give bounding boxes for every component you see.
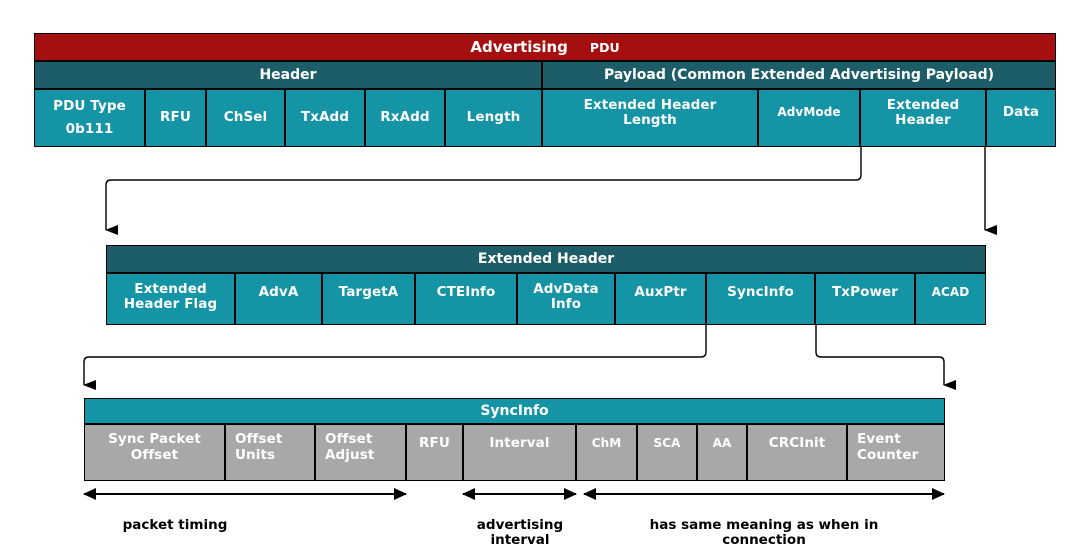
syncinfo-field-crcinit-label: CRCInit bbox=[768, 434, 826, 451]
field-txadd-label: TxAdd bbox=[300, 109, 350, 126]
connector-syncinfo-left bbox=[83, 325, 707, 390]
field-pdu-type-label: PDU Type bbox=[53, 97, 126, 114]
syncinfo-field-sync-packet-offset-label: Sync Packet Offset bbox=[108, 431, 201, 463]
syncinfo-field-interval-label: Interval bbox=[489, 434, 550, 451]
extended-header-title: Extended Header bbox=[477, 251, 615, 267]
exthdr-field-adva-label: AdvA bbox=[258, 283, 299, 300]
exthdr-field-cteinfo-label: CTEInfo bbox=[436, 283, 496, 300]
syncinfo-field-aa: AA bbox=[697, 424, 747, 481]
exthdr-field-targeta: TargetA bbox=[322, 273, 415, 325]
field-rfu-label: RFU bbox=[160, 109, 191, 126]
exthdr-field-adva: AdvA bbox=[235, 273, 322, 325]
field-extended-header-length: Extended Header Length bbox=[542, 89, 758, 147]
advertising-pdu-band: Advertising PDU bbox=[34, 33, 1056, 61]
section-header: Header bbox=[34, 61, 542, 89]
field-txadd: TxAdd bbox=[285, 89, 365, 147]
field-rfu: RFU bbox=[145, 89, 206, 147]
syncinfo-field-interval: Interval bbox=[463, 424, 576, 481]
exthdr-field-advdata-info-label: AdvData Info bbox=[533, 280, 599, 312]
exthdr-field-syncinfo: SyncInfo bbox=[706, 273, 815, 325]
syncinfo-field-chm: ChM bbox=[576, 424, 637, 481]
syncinfo-field-offset-adjust: Offset Adjust bbox=[315, 424, 406, 481]
connector-syncinfo-right bbox=[815, 325, 956, 390]
syncinfo-field-crcinit: CRCInit bbox=[747, 424, 847, 481]
field-extended-header: Extended Header bbox=[860, 89, 986, 147]
field-rxadd: RxAdd bbox=[365, 89, 445, 147]
exthdr-field-acad-label: ACAD bbox=[931, 284, 970, 299]
exthdr-field-targeta-label: TargetA bbox=[338, 283, 399, 300]
annotation-advertising-interval-label: advertising interval bbox=[476, 517, 564, 549]
exthdr-field-txpower: TxPower bbox=[815, 273, 915, 325]
syncinfo-field-offset-units-label: Offset Units bbox=[235, 431, 283, 463]
exthdr-field-acad: ACAD bbox=[915, 273, 986, 325]
annotation-same-meaning-as-connection-label: has same meaning as when in connection bbox=[649, 517, 879, 549]
syncinfo-field-chm-label: ChM bbox=[591, 435, 622, 450]
field-rxadd-label: RxAdd bbox=[380, 109, 430, 126]
syncinfo-field-aa-label: AA bbox=[712, 435, 732, 450]
field-data-label: Data bbox=[1002, 104, 1040, 121]
field-extended-header-label: Extended Header bbox=[886, 96, 960, 128]
syncinfo-field-offset-adjust-label: Offset Adjust bbox=[325, 431, 375, 463]
field-pdu-type-value: 0b111 bbox=[65, 121, 114, 137]
exthdr-field-advdata-info: AdvData Info bbox=[517, 273, 615, 325]
field-length: Length bbox=[445, 89, 542, 147]
annotation-packet-timing: packet timing bbox=[84, 503, 266, 533]
field-chsel: ChSel bbox=[206, 89, 285, 147]
syncinfo-field-rfu-label: RFU bbox=[419, 434, 450, 451]
extended-header-title-band: Extended Header bbox=[106, 245, 986, 273]
syncinfo-field-event-counter-label: Event Counter bbox=[857, 431, 919, 463]
field-pdu-type: PDU Type 0b111 bbox=[34, 89, 145, 147]
field-extended-header-length-label: Extended Header Length bbox=[583, 96, 717, 128]
syncinfo-title: SyncInfo bbox=[480, 403, 549, 419]
section-payload: Payload (Common Extended Advertising Pay… bbox=[542, 61, 1056, 89]
exthdr-field-extended-header-flag: Extended Header Flag bbox=[106, 273, 235, 325]
section-payload-label: Payload (Common Extended Advertising Pay… bbox=[603, 67, 995, 83]
syncinfo-field-rfu: RFU bbox=[406, 424, 463, 481]
connector-extended-header-to-block bbox=[105, 147, 862, 235]
annotation-advertising-interval: advertising interval bbox=[455, 503, 585, 548]
field-length-label: Length bbox=[466, 109, 521, 126]
exthdr-field-auxptr-label: AuxPtr bbox=[634, 283, 687, 300]
syncinfo-field-event-counter: Event Counter bbox=[847, 424, 945, 481]
exthdr-field-auxptr: AuxPtr bbox=[615, 273, 706, 325]
field-advmode: AdvMode bbox=[758, 89, 860, 147]
syncinfo-field-sca-label: SCA bbox=[653, 435, 681, 450]
field-data: Data bbox=[986, 89, 1056, 147]
exthdr-field-txpower-label: TxPower bbox=[831, 283, 899, 300]
exthdr-field-syncinfo-label: SyncInfo bbox=[727, 283, 794, 300]
syncinfo-field-sca: SCA bbox=[637, 424, 697, 481]
advertising-pdu-sub-label: PDU bbox=[589, 39, 620, 55]
advertising-pdu-main-label: Advertising bbox=[470, 38, 568, 56]
syncinfo-title-band: SyncInfo bbox=[84, 398, 945, 424]
syncinfo-field-sync-packet-offset: Sync Packet Offset bbox=[84, 424, 225, 481]
exthdr-field-extended-header-flag-label: Extended Header Flag bbox=[123, 280, 218, 312]
field-advmode-label: AdvMode bbox=[777, 105, 841, 120]
field-chsel-label: ChSel bbox=[223, 109, 268, 126]
annotation-same-meaning-as-connection: has same meaning as when in connection bbox=[584, 503, 944, 548]
section-header-label: Header bbox=[259, 67, 317, 83]
exthdr-field-cteinfo: CTEInfo bbox=[415, 273, 517, 325]
annotation-packet-timing-label: packet timing bbox=[122, 517, 228, 534]
syncinfo-field-offset-units: Offset Units bbox=[225, 424, 315, 481]
